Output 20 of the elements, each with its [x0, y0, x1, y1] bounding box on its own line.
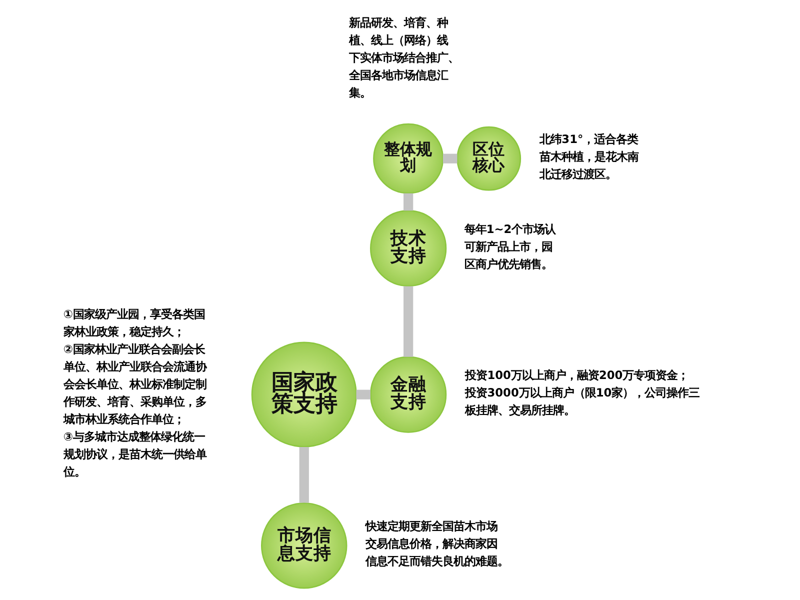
node-label: 快速定期更新全国苗木市场交易信息价格，解决商家因信息不足而错失良机的难题。 [365, 519, 508, 568]
node-circle: 整体规划 [373, 123, 444, 194]
connector [442, 154, 458, 164]
node-label: 投资100万以上商户，融资200万专项资金； [465, 368, 689, 382]
node-circle: 金融支持 [370, 356, 447, 433]
node-label: 每年1~2个市场认可新产品上市，园区商户优先销售。 [464, 222, 556, 271]
connector [299, 446, 309, 503]
node-label: 北纬31°，适合各类苗木种植，是花木南北迁移过渡区。 [540, 132, 639, 182]
connector [356, 390, 370, 400]
node-circle: 区位核心 [456, 126, 522, 191]
node-circle: 国家政策支持 [251, 342, 357, 448]
node-label: ②国家林业产业联合会副会长单位、林业产业联合会流通协会会长单位、林业标准制定制作研发、培育、采购单位，多城市林业系统合作单位； [63, 342, 206, 426]
connector [404, 193, 414, 211]
node-circle: 技术支持 [370, 210, 447, 287]
node-label: 投资3000万以上商户（限10家），公司操作三板挂牌、交易所挂牌。 [465, 386, 700, 418]
node-label: 新品研发、培育、种植、线上（网络）线下实体市场结合推广、全国各地市场信息汇集。 [348, 15, 459, 100]
node-label: ①国家级产业园，享受各类国家林业政策，稳定持久； [63, 306, 205, 338]
connector [404, 286, 414, 357]
node-label: ③与多城市达成整体绿化统一规划协议，是苗木统一供给单位。 [63, 429, 206, 478]
node-circle: 市场信息支持 [261, 502, 348, 589]
